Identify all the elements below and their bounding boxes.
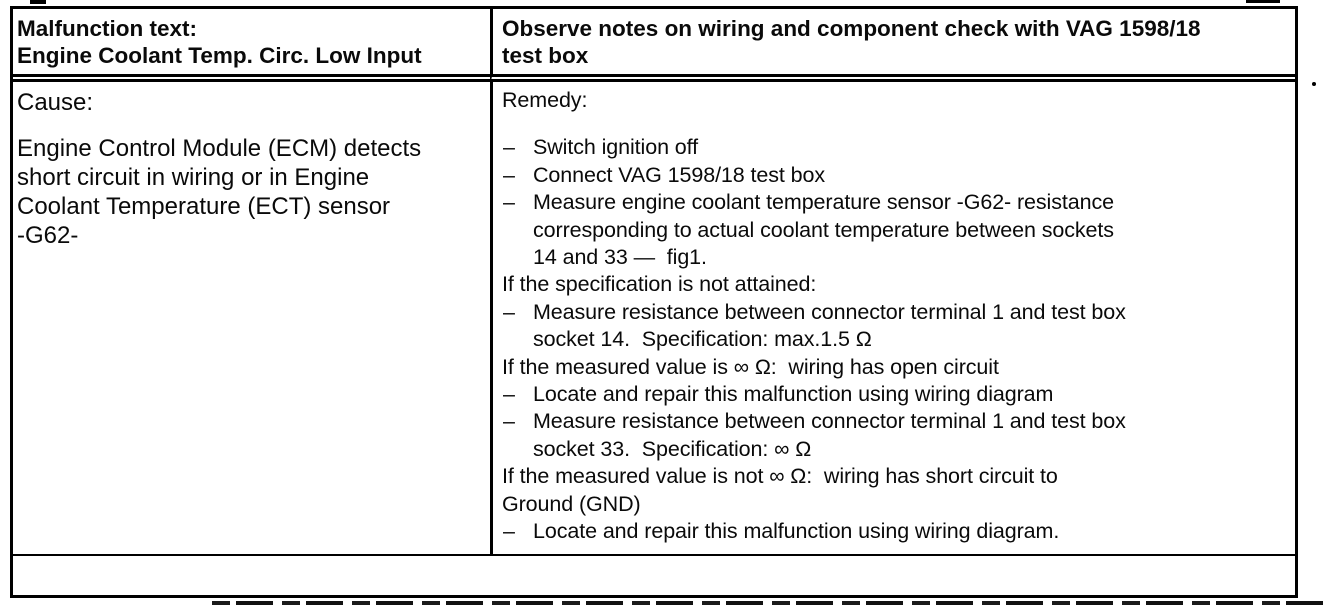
cause-label: Cause:	[17, 89, 94, 116]
dash-bullet: –	[503, 135, 515, 160]
scan-artifact-dot	[1312, 82, 1316, 86]
scan-artifact-top-right	[1246, 0, 1280, 3]
remedy-line: –Locate and repair this malfunction usin…	[502, 518, 1289, 545]
scan-artifact-top	[30, 0, 46, 4]
remedy-line: socket 33. Specification: ∞ Ω	[533, 436, 812, 461]
dtc-fault-table: Malfunction text:Engine Coolant Temp. Ci…	[10, 6, 1298, 598]
remedy-line: –Measure engine coolant temperature sens…	[502, 189, 1289, 216]
remedy-line: If the measured value is ∞ Ω: wiring has…	[502, 354, 999, 379]
wiring-note-header-line: test box	[502, 43, 589, 68]
cause-cell: Cause: Engine Control Module (ECM) detec…	[13, 82, 490, 554]
dash-bullet: –	[503, 162, 515, 187]
cause-line: short circuit in wiring or in Engine	[17, 164, 370, 191]
cause-line: -G62-	[17, 222, 79, 249]
scan-artifact-bottom	[212, 601, 1328, 605]
remedy-steps: –Switch ignition off–Connect VAG 1598/18…	[502, 134, 1289, 545]
remedy-cell: Remedy: –Switch ignition off–Connect VAG…	[490, 82, 1295, 554]
dash-bullet: –	[503, 519, 515, 544]
remedy-line: –Switch ignition off	[502, 134, 1289, 161]
dash-bullet: –	[503, 382, 515, 407]
remedy-label: Remedy:	[502, 88, 588, 112]
cause-line: Coolant Temperature (ECT) sensor	[17, 193, 391, 220]
dash-bullet: –	[503, 409, 515, 434]
remedy-line: socket 14. Specification: max.1.5 Ω	[533, 327, 872, 352]
empty-footer-row	[13, 554, 1295, 595]
wiring-note-header-cell: Observe notes on wiring and component ch…	[490, 9, 1295, 82]
remedy-line: –Measure resistance between connector te…	[502, 299, 1289, 326]
remedy-line: –Locate and repair this malfunction usin…	[502, 381, 1289, 408]
dash-bullet: –	[503, 190, 515, 215]
cause-line: Engine Control Module (ECM) detects	[17, 135, 422, 162]
remedy-line: If the measured value is not ∞ Ω: wiring…	[502, 464, 1058, 489]
remedy-line: corresponding to actual coolant temperat…	[533, 217, 1114, 242]
remedy-line: 14 and 33 — fig1.	[533, 245, 707, 270]
malfunction-header-line: Engine Coolant Temp. Circ. Low Input	[17, 43, 422, 68]
wiring-note-header-line: Observe notes on wiring and component ch…	[502, 16, 1201, 41]
malfunction-header-cell: Malfunction text:Engine Coolant Temp. Ci…	[13, 9, 490, 82]
malfunction-header-line: Malfunction text:	[17, 16, 197, 41]
remedy-line: If the specification is not attained:	[502, 272, 817, 297]
remedy-line: Ground (GND)	[502, 491, 641, 516]
remedy-line: –Measure resistance between connector te…	[502, 408, 1289, 435]
dash-bullet: –	[503, 299, 515, 324]
remedy-line: –Connect VAG 1598/18 test box	[502, 162, 1289, 189]
